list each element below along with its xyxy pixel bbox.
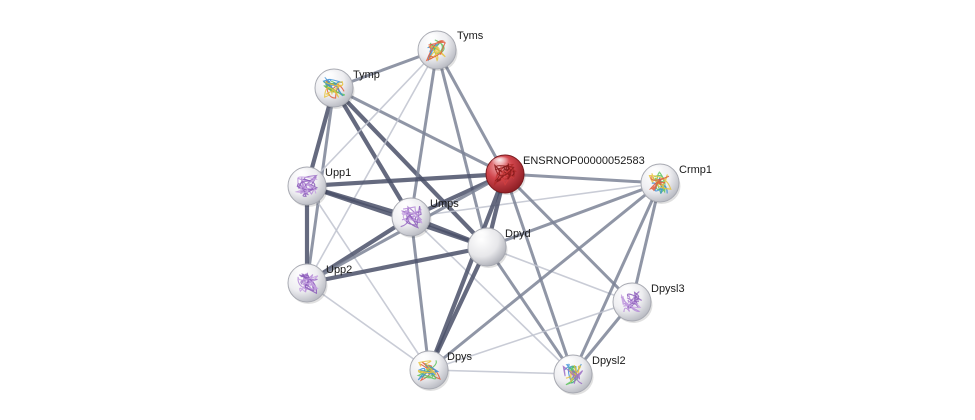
- edge-dpys-dpysl2[interactable]: [428, 369, 574, 375]
- edge-upp1-dpys[interactable]: [306, 185, 430, 371]
- edge-tyms-umps[interactable]: [409, 48, 439, 219]
- node-label-dpyd: Dpyd: [505, 228, 531, 240]
- node-dpyd[interactable]: Dpyd: [467, 227, 531, 269]
- structure-trace: [648, 175, 670, 192]
- node-label-tyms: Tyms: [457, 30, 484, 42]
- node-gloss: [490, 157, 514, 171]
- edge-tymp-umps[interactable]: [331, 85, 414, 220]
- node-dpysl3[interactable]: Dpysl3: [612, 282, 685, 324]
- edge-crmp1-dpysl2[interactable]: [571, 181, 662, 376]
- edge-tyms-query[interactable]: [435, 48, 507, 176]
- node-crmp1[interactable]: Crmp1: [640, 163, 712, 205]
- edges-layer: [304, 48, 662, 376]
- structure-trace: [294, 176, 318, 194]
- structure-trace: [493, 163, 517, 187]
- node-gloss: [472, 230, 496, 244]
- node-tyms[interactable]: Tyms: [417, 30, 484, 72]
- node-label-crmp1: Crmp1: [679, 164, 712, 176]
- edge-dpyd-dpysl3[interactable]: [486, 246, 633, 303]
- edge-umps-dpys[interactable]: [409, 215, 431, 372]
- edge-dpyd-dpys[interactable]: [426, 244, 490, 373]
- edge-upp2-dpyd[interactable]: [304, 244, 490, 286]
- edge-tymp-query[interactable]: [332, 86, 507, 176]
- node-label-umps: Umps: [430, 198, 459, 210]
- node-gloss: [319, 71, 343, 85]
- structure-trace: [296, 178, 319, 197]
- edge-umps-crmp1[interactable]: [410, 182, 661, 218]
- edge-query-crmp1[interactable]: [503, 172, 662, 185]
- node-gloss: [292, 169, 316, 183]
- node-gloss: [414, 353, 438, 367]
- node-upp2[interactable]: Upp2: [287, 263, 352, 305]
- structure-trace: [299, 274, 318, 295]
- structure-trace: [493, 163, 515, 183]
- node-gloss: [422, 33, 446, 47]
- node-label-query: ENSRNOP00000052583: [523, 155, 645, 167]
- structure-trace: [300, 174, 319, 196]
- node-tymp[interactable]: Tymp: [314, 68, 380, 110]
- node-label-upp2: Upp2: [326, 264, 352, 276]
- edge-dpyd-dpysl2[interactable]: [485, 245, 575, 376]
- node-gloss: [558, 357, 582, 371]
- node-query[interactable]: ENSRNOP00000052583: [485, 154, 645, 196]
- node-dpysl2[interactable]: Dpysl2: [553, 354, 626, 396]
- edge-umps-dpysl2[interactable]: [410, 216, 574, 375]
- node-gloss: [396, 200, 420, 214]
- structure-trace: [297, 275, 319, 293]
- structure-trace: [405, 205, 422, 229]
- node-label-tymp: Tymp: [353, 69, 380, 81]
- edge-query-dpysl2[interactable]: [503, 172, 575, 376]
- edge-query-dpys[interactable]: [426, 171, 508, 373]
- edge-upp2-dpys[interactable]: [306, 282, 430, 371]
- structure-trace: [417, 362, 440, 381]
- node-label-upp1: Upp1: [325, 167, 351, 179]
- edge-upp1-query[interactable]: [304, 171, 508, 189]
- node-gloss: [617, 285, 641, 299]
- node-label-dpysl3: Dpysl3: [651, 283, 685, 295]
- edge-tyms-dpyd[interactable]: [435, 48, 489, 249]
- node-label-dpysl2: Dpysl2: [592, 355, 626, 367]
- structure-trace: [323, 80, 344, 98]
- node-dpys[interactable]: Dpys: [409, 350, 473, 392]
- edge-dpysl3-dpys[interactable]: [428, 301, 633, 371]
- node-label-dpys: Dpys: [447, 351, 473, 363]
- edge-tymp-dpyd[interactable]: [331, 85, 490, 250]
- edge-crmp1-dpys[interactable]: [427, 181, 662, 372]
- edge-tyms-upp2[interactable]: [306, 49, 438, 284]
- edge-crmp1-dpysl3[interactable]: [630, 181, 662, 304]
- edge-tyms-upp1[interactable]: [306, 49, 438, 187]
- node-gloss: [645, 166, 669, 180]
- node-upp1[interactable]: Upp1: [287, 166, 351, 208]
- node-gloss: [292, 266, 316, 280]
- node-umps[interactable]: Umps: [391, 197, 459, 239]
- edge-dpyd-crmp1[interactable]: [485, 181, 662, 249]
- edge-query-dpysl3[interactable]: [503, 172, 634, 304]
